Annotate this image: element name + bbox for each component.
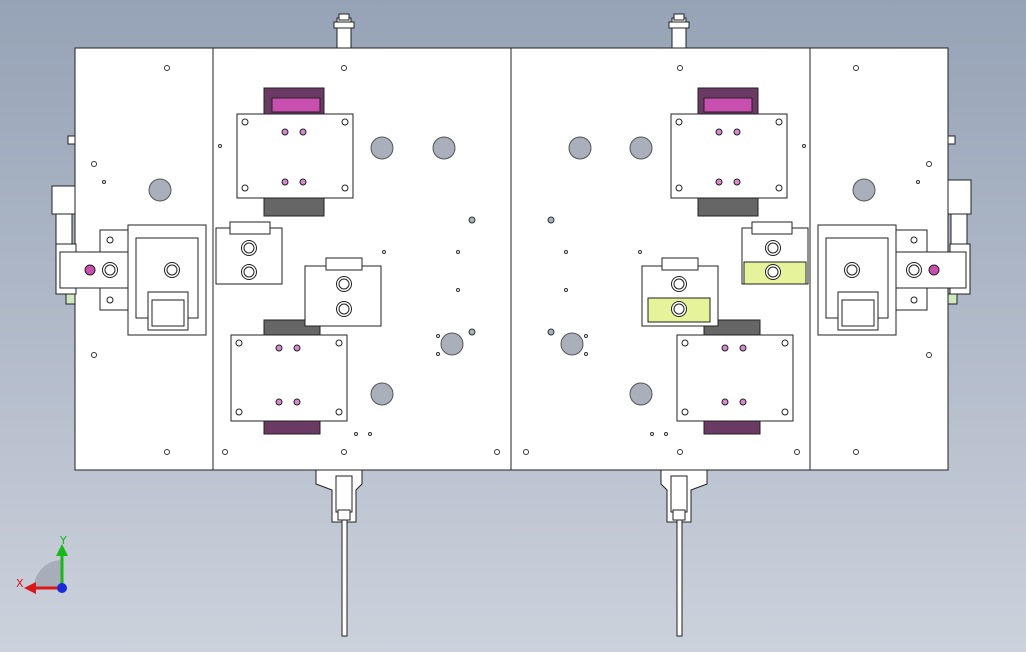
carrier-bottom-right [676,319,794,435]
carrier-top-right [670,87,788,217]
block-left-a [215,221,283,285]
carrier-top-left [236,87,354,217]
clamp-module-right [817,224,967,336]
z-axis-dot [57,583,67,593]
clamp-module-left [59,224,207,336]
top-fitting-right [668,13,690,49]
block-left-b [304,257,382,327]
bottom-probe-right [660,469,708,637]
x-axis-label: X [16,577,24,590]
block-right-a [741,221,809,285]
bottom-probe-left [315,469,363,637]
carrier-bottom-left [230,319,348,435]
plate-holes-large [148,136,876,406]
y-axis-label: Y [59,534,67,547]
block-right-b [641,257,719,327]
top-fitting-left [333,13,355,49]
coordinate-triad[interactable]: Y X [16,534,68,594]
plate-holes-small [91,65,932,455]
